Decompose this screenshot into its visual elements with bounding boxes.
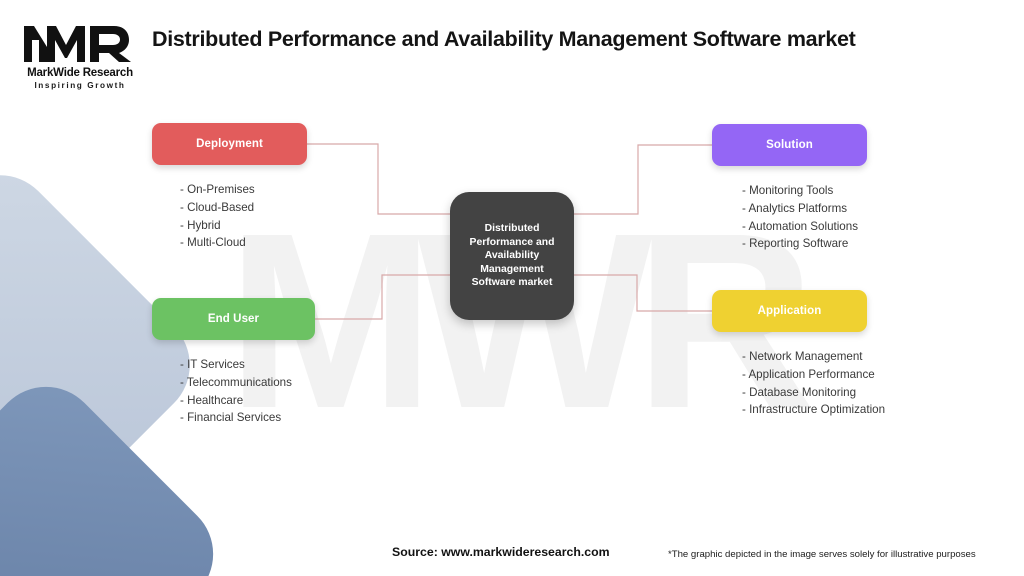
list-item: - Database Monitoring <box>742 385 857 399</box>
center-node-label: Distributed Performance and Availability… <box>469 223 555 289</box>
list-item: - IT Services <box>180 358 245 371</box>
segment-application-chip[interactable]: Application <box>712 290 867 332</box>
segment-deployment-list: - On-Premises - Cloud-Based - Hybrid - M… <box>180 181 307 252</box>
list-item: - Multi-Cloud <box>180 236 246 250</box>
list-item: - Hybrid <box>180 218 221 232</box>
brand-name: MarkWide Research <box>27 67 133 79</box>
segment-solution-chip[interactable]: Solution <box>712 124 867 166</box>
segment-deployment-chip[interactable]: Deployment <box>152 123 307 165</box>
brand-tagline: Inspiring Growth <box>34 81 126 90</box>
brand-logo: MarkWide Research Inspiring Growth <box>14 20 146 90</box>
segment-solution[interactable]: Solution - Monitoring Tools - Analytics … <box>712 124 867 253</box>
segment-deployment-title: Deployment <box>196 138 263 150</box>
list-item: - Telecommunications <box>180 375 292 389</box>
segment-solution-title: Solution <box>766 139 813 151</box>
segment-solution-list: - Monitoring Tools - Analytics Platforms… <box>742 182 867 253</box>
connector-end-user <box>315 274 452 320</box>
connector-application <box>572 274 712 312</box>
segment-deployment[interactable]: Deployment - On-Premises - Cloud-Based -… <box>152 123 307 252</box>
segment-end-user-chip[interactable]: End User <box>152 298 315 340</box>
connector-solution <box>572 144 712 215</box>
list-item: - Analytics Platforms <box>742 201 848 215</box>
list-item: - Application Performance <box>742 367 875 381</box>
segment-end-user-title: End User <box>207 313 260 325</box>
list-item: - Network Management <box>742 350 863 363</box>
list-item: - On-Premises <box>180 183 255 196</box>
list-item: - Healthcare <box>180 393 244 407</box>
segment-application[interactable]: Application - Network Management - Appli… <box>712 290 885 419</box>
list-item: - Reporting Software <box>742 237 849 251</box>
segment-end-user[interactable]: End User - IT Services - Telecommunicati… <box>152 298 315 427</box>
footer-disclaimer: *The graphic depicted in the image serve… <box>668 549 976 560</box>
list-item: - Automation Solutions <box>742 219 859 233</box>
segment-application-list: - Network Management - Application Perfo… <box>742 348 885 419</box>
segment-end-user-list: - IT Services - Telecommunications - Hea… <box>180 356 315 427</box>
list-item: - Financial Services <box>180 411 282 425</box>
list-item: - Cloud-Based <box>180 200 255 214</box>
page-title: Distributed Performance and Availability… <box>152 27 856 51</box>
list-item: - Infrastructure Optimization <box>742 403 886 417</box>
mwr-monogram-icon <box>24 26 131 62</box>
footer-source: Source: www.markwideresearch.com <box>392 545 610 559</box>
center-node: Distributed Performance and Availability… <box>450 192 574 320</box>
segment-application-title: Application <box>757 305 822 317</box>
connector-deployment <box>307 143 452 215</box>
list-item: - Monitoring Tools <box>742 184 834 197</box>
